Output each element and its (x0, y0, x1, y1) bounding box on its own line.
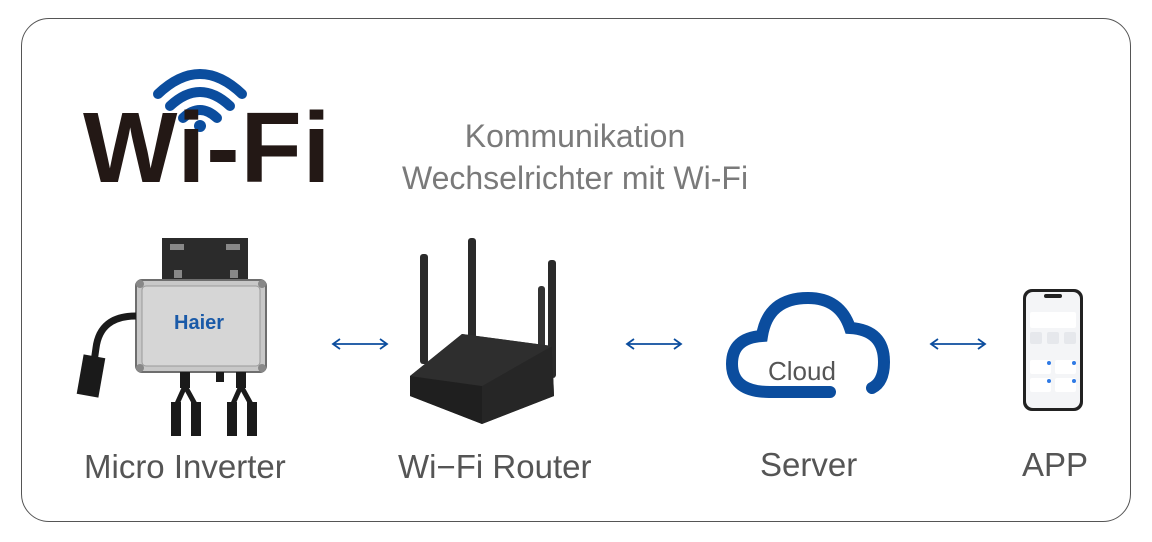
app-label: APP (1022, 446, 1089, 483)
wifi-waves-icon (153, 69, 247, 132)
wifi-router-label: Wi−Fi Router (398, 448, 592, 485)
micro-inverter-icon (76, 238, 267, 436)
bidirectional-arrow-icon (331, 338, 389, 350)
inverter-brand: Haier (174, 312, 225, 334)
bidirectional-arrow-icon (625, 338, 683, 350)
router-icon (410, 238, 556, 424)
wifi-logo-text: Wi-Fi (83, 92, 332, 204)
cloud-label: Cloud (768, 356, 836, 386)
bidirectional-arrow-icon (929, 338, 987, 350)
smartphone-app-icon (1023, 289, 1083, 411)
title-line-1: Kommunikation (464, 118, 686, 154)
title-line-2: Wechselrichter mit Wi-Fi (401, 160, 749, 196)
server-label: Server (760, 446, 858, 483)
cloud-icon (725, 291, 891, 398)
micro-inverter-label: Micro Inverter (84, 448, 286, 485)
